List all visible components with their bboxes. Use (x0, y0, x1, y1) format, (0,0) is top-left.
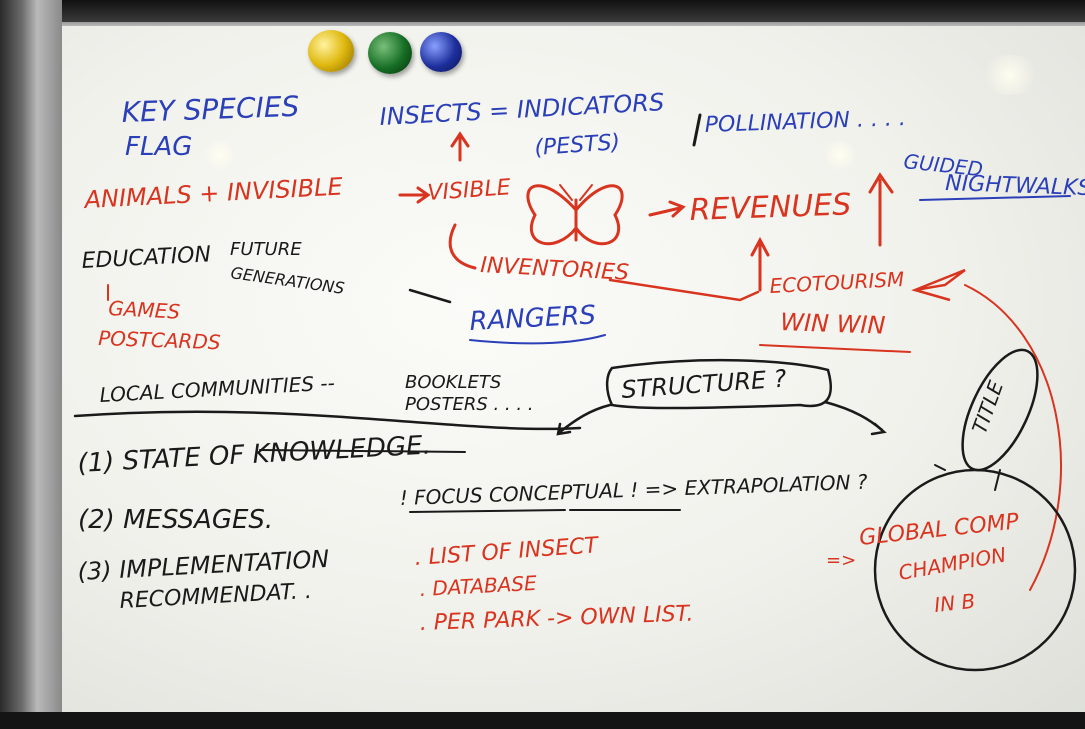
pests-text: (PESTS) (534, 130, 621, 161)
posters-text: POSTERS . . . . (405, 394, 534, 415)
blue-magnet (420, 32, 462, 72)
light-glare (820, 140, 860, 170)
light-glare (980, 55, 1040, 95)
pollination-text: POLLINATION . . . . (704, 106, 906, 138)
title-text: TITLE (967, 377, 1008, 436)
rangers-text: RANGERS (469, 300, 597, 337)
whiteboard (62, 26, 1085, 714)
booklets-text: BOOKLETS (405, 372, 501, 393)
yellow-magnet (308, 30, 354, 72)
revenues-text: REVENUES (689, 187, 852, 228)
insects-indicators-text: INSECTS = INDICATORS (379, 88, 665, 131)
future-text: FUTURE (230, 239, 302, 260)
animals-invisible-text: ANIMALS + INVISIBLE (82, 172, 344, 214)
state-of-knowledge-text: (1) STATE OF KNOWLEDGE. (77, 431, 432, 479)
per-park-text: . PER PARK -> OWN LIST. (419, 601, 693, 636)
in-b-text: IN B (933, 589, 976, 617)
generations-text: GENERATIONS (229, 263, 345, 298)
light-glare (200, 140, 240, 170)
visible-text: VISIBLE (427, 175, 512, 206)
nightwalks-text: NIGHTWALKS (945, 171, 1085, 201)
frame-bottom (0, 712, 1085, 729)
frame-top (0, 0, 1085, 22)
list-of-insects-text: . LIST OF INSECT (414, 533, 601, 571)
local-communities-text: LOCAL COMMUNITIES -- (99, 371, 335, 407)
flag-text: FLAG (125, 132, 192, 162)
key-species-text: KEY SPECIES (121, 90, 300, 129)
recommendations-text: RECOMMENDAT. . (119, 579, 312, 614)
games-text: GAMES (108, 296, 181, 324)
frame-left (0, 0, 62, 729)
structure-text: STRUCTURE ? (620, 365, 787, 404)
arrow-eq-text: => (826, 550, 856, 571)
messages-text: (2) MESSAGES. (78, 505, 273, 535)
focus-conceptual-text: ! FOCUS CONCEPTUAL ! => EXTRAPOLATION ? (399, 470, 868, 510)
inventories-text: INVENTORIES (480, 253, 630, 286)
ecotourism-text: ECOTOURISM (769, 267, 905, 298)
database-text: . DATABASE (419, 571, 538, 601)
champion-text: CHAMPION (897, 542, 1008, 585)
green-magnet (368, 32, 412, 74)
education-text: EDUCATION (81, 242, 212, 274)
win-win-text: WIN WIN (780, 308, 886, 340)
postcards-text: POSTCARDS (98, 326, 221, 354)
